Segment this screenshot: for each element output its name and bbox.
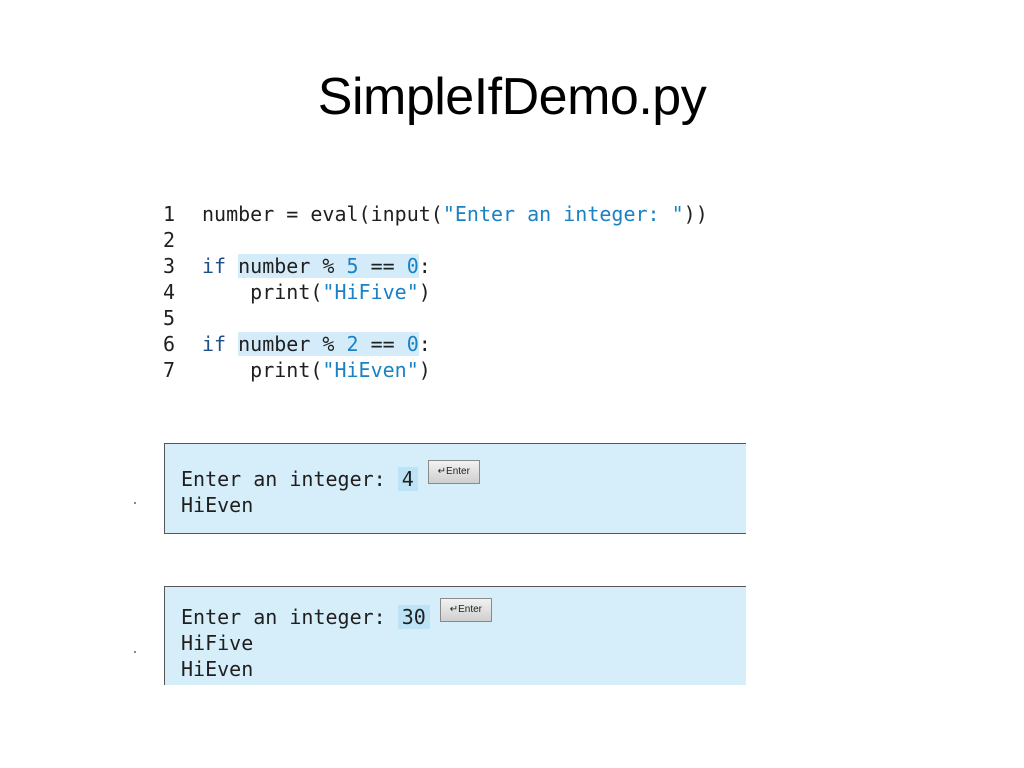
number-literal: 0 (406, 254, 419, 278)
marker-dot (134, 502, 136, 504)
code-line: 6 if number % 2 == 0: (163, 331, 708, 357)
console-prompt-line: Enter an integer: 4 ↵Enter (165, 460, 746, 492)
slide-title: SimpleIfDemo.py (317, 68, 707, 126)
code-line: 5 (163, 305, 708, 331)
number-literal: 5 (346, 254, 359, 278)
console-output-run-2: Enter an integer: 30 ↵Enter HiFive HiEven (164, 586, 746, 685)
user-input-value: 4 (397, 467, 418, 491)
line-number: 5 (163, 306, 176, 330)
code-listing: 1 number = eval(input("Enter an integer: … (163, 201, 708, 383)
keyword: if (202, 254, 227, 278)
enter-key-icon: ↵Enter (427, 460, 480, 484)
keyword: if (202, 332, 227, 356)
string-literal: "HiEven" (322, 358, 419, 382)
number-literal: 0 (406, 332, 419, 356)
condition-highlight: number % 2 == 0 (238, 332, 419, 356)
code-text: == (358, 254, 407, 278)
code-line: 3 if number % 5 == 0: (163, 253, 708, 279)
number-literal: 2 (346, 332, 359, 356)
code-text: == (358, 332, 407, 356)
code-text: : (418, 254, 431, 278)
code-line: 4 print("HiFive") (163, 279, 708, 305)
prompt-text: Enter an integer: (181, 467, 398, 491)
string-literal: "Enter an integer: " (442, 202, 684, 226)
code-text: number % (238, 332, 347, 356)
console-output-line: HiEven (181, 493, 254, 517)
prompt-text: Enter an integer: (181, 605, 398, 629)
string-literal: "HiFive" (322, 280, 419, 304)
code-text: print( (202, 358, 323, 382)
code-text: ) (418, 358, 431, 382)
code-text: : (418, 332, 431, 356)
line-number: 2 (163, 228, 176, 252)
console-prompt-line: Enter an integer: 30 ↵Enter (165, 598, 746, 630)
console-output-run-1: Enter an integer: 4 ↵Enter HiEven (164, 443, 746, 534)
line-number: 3 (163, 254, 176, 278)
enter-key-icon: ↵Enter (439, 598, 492, 622)
code-text: number % (238, 254, 347, 278)
code-text: print( (202, 280, 323, 304)
marker-dot (134, 651, 136, 653)
code-line: 7 print("HiEven") (163, 357, 708, 383)
condition-highlight: number % 5 == 0 (238, 254, 419, 278)
console-output-line: HiFive (181, 631, 254, 655)
code-line: 1 number = eval(input("Enter an integer: … (163, 201, 708, 227)
line-number: 7 (163, 358, 176, 382)
code-line: 2 (163, 227, 708, 253)
code-text: ) (418, 280, 431, 304)
line-number: 6 (163, 332, 176, 356)
line-number: 1 (163, 202, 176, 226)
user-input-value: 30 (397, 605, 430, 629)
code-text: number = eval(input( (202, 202, 443, 226)
console-output-line: HiEven (181, 657, 254, 681)
code-text: )) (683, 202, 708, 226)
line-number: 4 (163, 280, 176, 304)
